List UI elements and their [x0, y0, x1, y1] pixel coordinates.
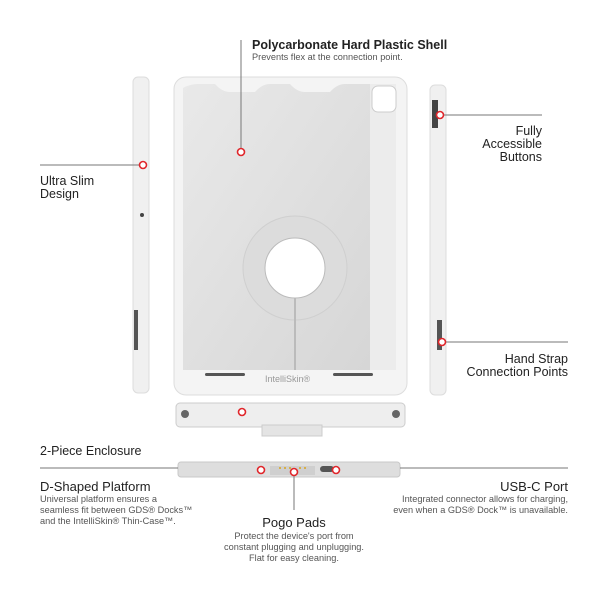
intelliskin-logo: IntelliSkin®: [265, 374, 311, 384]
platform-desc-2: seamless fit between GDS® Docks™: [40, 505, 193, 515]
pogo-desc-1: Protect the device's port from: [234, 531, 354, 541]
usbc-title: USB-C Port: [500, 479, 568, 494]
bottom-enclosure-piece: [175, 402, 406, 437]
platform-title: D-Shaped Platform: [40, 479, 151, 494]
slim-label-2: Design: [40, 187, 79, 201]
enclosure-title: 2-Piece Enclosure: [40, 444, 142, 458]
slim-label-1: Ultra Slim: [40, 174, 95, 188]
pogo-desc-2: constant plugging and unplugging.: [224, 542, 364, 552]
buttons-label-2: Accessible: [482, 137, 542, 151]
platform-edge-view: [177, 461, 401, 478]
buttons-label-3: Buttons: [499, 150, 542, 164]
pogo-desc-3: Flat for easy cleaning.: [249, 553, 339, 563]
platform-desc-3: and the IntelliSkin® Thin-Case™.: [40, 516, 176, 526]
leader-lines: [40, 40, 568, 510]
usbc-desc-2: even when a GDS® Dock™ is unavailable.: [393, 505, 568, 515]
case-front-view: [173, 76, 408, 396]
case-right-side-view: [429, 84, 447, 396]
callout-dots: [138, 110, 447, 477]
shell-desc: Prevents flex at the connection point.: [252, 52, 403, 62]
strap-label-1: Hand Strap: [504, 352, 568, 366]
platform-desc-1: Universal platform ensures a: [40, 494, 157, 504]
pogo-title: Pogo Pads: [262, 515, 326, 530]
buttons-label-1: Fully: [515, 124, 542, 138]
case-left-side-view: [132, 76, 150, 394]
usbc-desc-1: Integrated connector allows for charging…: [402, 494, 568, 504]
strap-label-2: Connection Points: [466, 365, 568, 379]
shell-title: Polycarbonate Hard Plastic Shell: [252, 38, 448, 52]
